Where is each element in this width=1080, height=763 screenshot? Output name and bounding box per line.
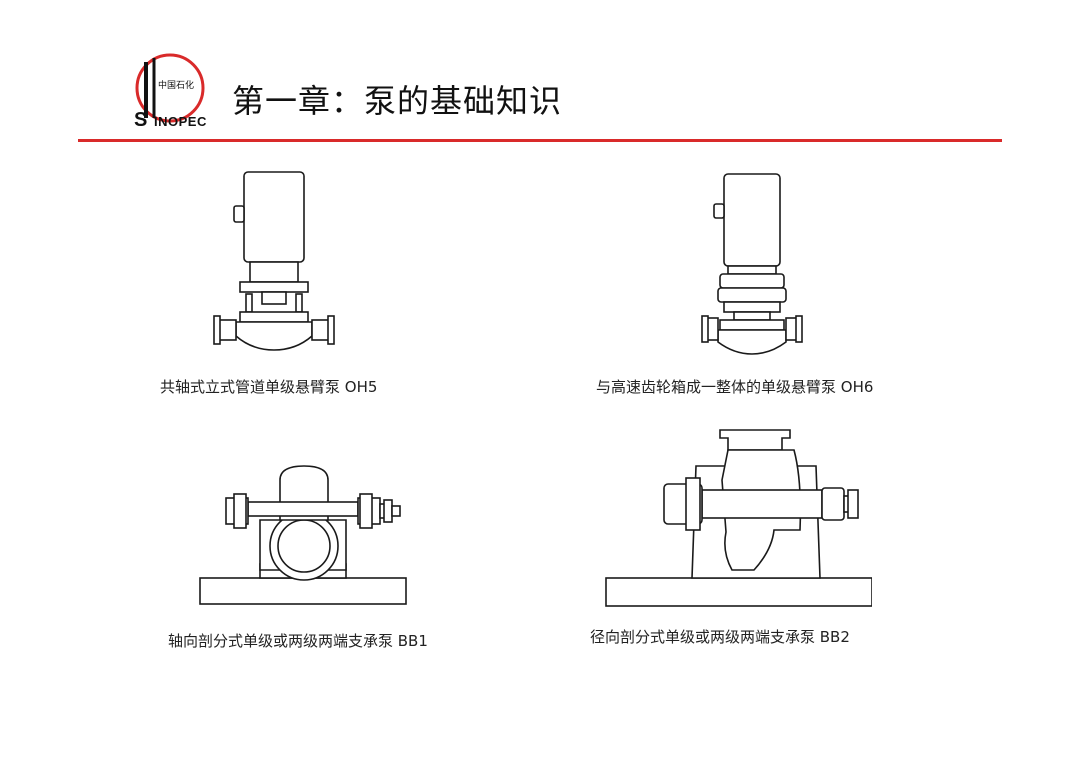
caption-bb2: 径向剖分式单级或两级两端支承泵 BB2	[590, 628, 850, 646]
header-divider	[78, 139, 1002, 142]
caption-bb1: 轴向剖分式单级或两级两端支承泵 BB1	[168, 632, 428, 650]
page-title: 第一章：泵的基础知识	[232, 82, 563, 120]
svg-text:中国石化: 中国石化	[158, 79, 194, 91]
pump-bb2-drawing	[605, 429, 872, 607]
caption-oh6: 与高速齿轮箱成一整体的单级悬臂泵 OH6	[596, 378, 874, 396]
pump-oh5-drawing	[213, 171, 335, 351]
svg-text:INOPEC: INOPEC	[154, 114, 207, 129]
pump-oh6-drawing	[701, 173, 803, 355]
svg-text:S: S	[134, 109, 147, 130]
pump-bb1-drawing	[199, 465, 407, 605]
caption-oh5: 共轴式立式管道单级悬臂泵 OH5	[160, 378, 378, 396]
sinopec-logo: 中国石化 S INOPEC	[134, 53, 207, 130]
